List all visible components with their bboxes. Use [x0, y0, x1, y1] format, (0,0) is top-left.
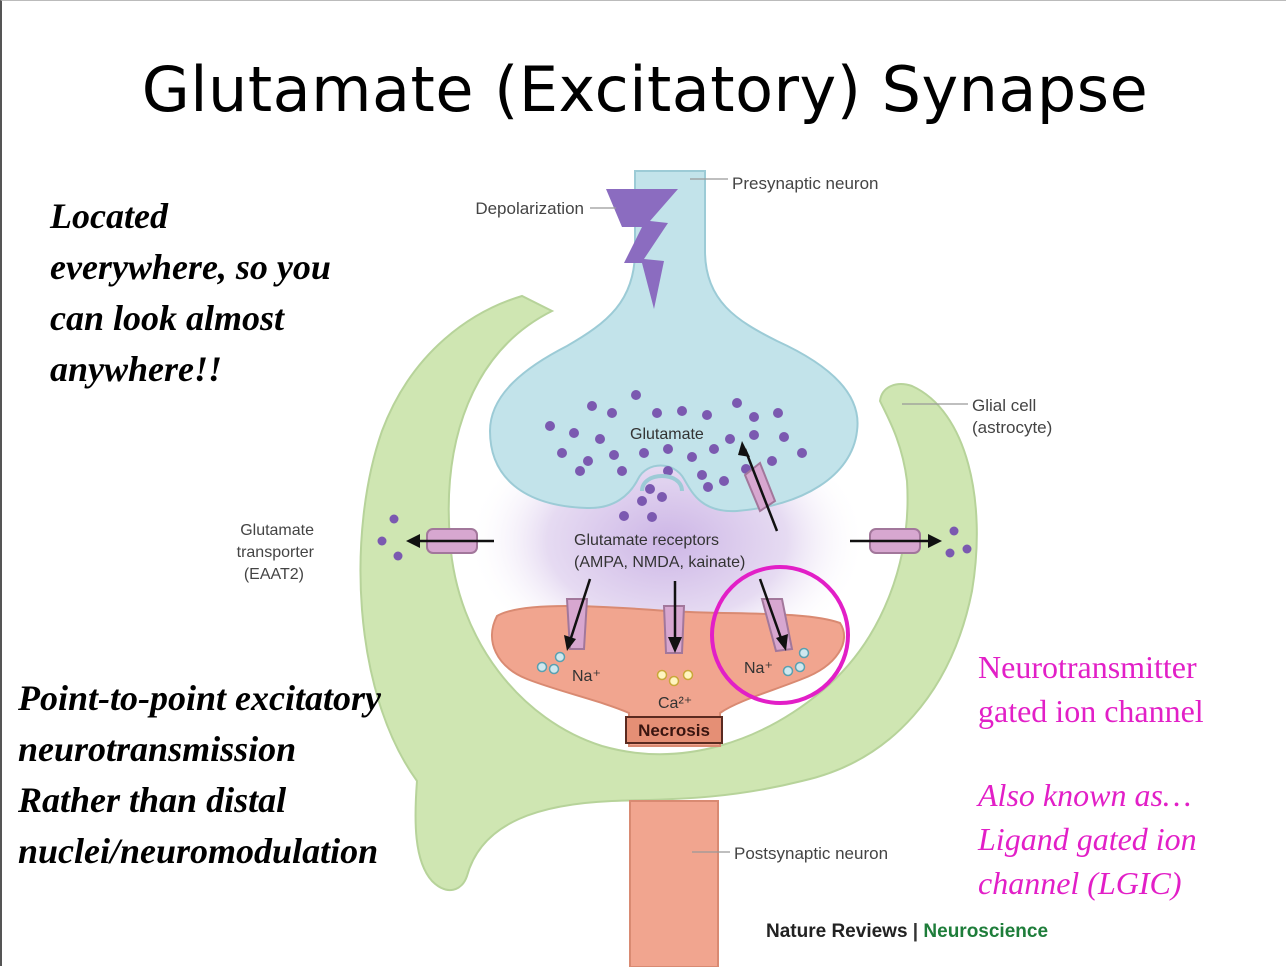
glutamate-label: Glutamate — [630, 426, 704, 443]
label-leader-lines — [590, 178, 968, 853]
glutamate-dot — [575, 466, 585, 476]
presynaptic-neuron — [488, 170, 859, 513]
vesicle-fusion — [640, 474, 684, 492]
glutamate-dot — [557, 448, 567, 458]
aka-note-line-2: Ligand gated ion — [978, 821, 1197, 857]
glial-cell — [359, 294, 978, 891]
glutamate-dot — [719, 476, 729, 486]
location-note-line-4: anywhere!! — [50, 349, 223, 389]
postsynaptic-dendrite — [629, 800, 719, 967]
glutamate-dot — [639, 448, 649, 458]
sodium-label-left: Na⁺ — [572, 668, 601, 685]
glutamate-dot — [617, 466, 627, 476]
glial-transporter-left — [377, 514, 494, 561]
transmission-note-line-4: nuclei/neuromodulation — [18, 831, 379, 871]
depolarization-bolt — [606, 189, 678, 309]
postsynaptic-neuron-label: Postsynaptic neuron — [734, 844, 888, 863]
credit-publisher: Nature Reviews — [766, 921, 908, 942]
glutamate-dot — [619, 511, 629, 521]
glial-cell-label: Glial cell — [972, 396, 1036, 415]
highlight-circle — [710, 565, 850, 705]
glutamate-dot — [703, 482, 713, 492]
glutamate-dot — [569, 428, 579, 438]
glutamate-dot — [767, 456, 777, 466]
glutamate-dot — [637, 496, 647, 506]
glutamate-dot — [702, 410, 712, 420]
necrosis-label: Necrosis — [638, 721, 710, 740]
location-note-line-3: can look almost — [50, 298, 285, 338]
transmission-note-line-3: Rather than distal — [18, 780, 287, 820]
image-credit: Nature Reviews | Neuroscience — [766, 921, 1048, 943]
location-note-line-1: Located — [50, 196, 168, 236]
glutamate-dot — [607, 408, 617, 418]
glutamate-dot — [797, 448, 807, 458]
glutamate-dot — [587, 401, 597, 411]
glutamate-dot — [749, 430, 759, 440]
receptors-label-1: Glutamate receptors — [574, 532, 719, 549]
glutamate-vesicles — [545, 390, 807, 522]
glutamate-dot — [687, 452, 697, 462]
transporter-label-2: transporter — [237, 544, 315, 561]
ion-channel-note: Neurotransmitter gated ion channel — [978, 645, 1204, 733]
aka-note-line-1: Also known as… — [978, 777, 1192, 813]
presynaptic-neuron-label: Presynaptic neuron — [732, 174, 878, 193]
transmission-note: Point-to-point excitatory neurotransmiss… — [18, 673, 381, 877]
necrosis-box — [625, 716, 723, 744]
calcium-label: Ca²⁺ — [658, 695, 692, 712]
slide-title: Glutamate (Excitatory) Synapse — [141, 53, 1149, 126]
glutamate-dot — [663, 444, 673, 454]
credit-separator: | — [912, 921, 919, 942]
location-note-line-2: everywhere, so you — [50, 247, 331, 287]
glutamate-dot — [732, 398, 742, 408]
glial-transporter-right — [850, 526, 972, 558]
glutamate-dot — [697, 470, 707, 480]
credit-journal: Neuroscience — [923, 921, 1049, 942]
ion-channel-note-line-1: Neurotransmitter — [978, 649, 1197, 685]
glutamate-dot — [663, 466, 673, 476]
transmission-note-line-2: neurotransmission — [18, 729, 297, 769]
glutamate-dot — [779, 432, 789, 442]
presynaptic-transporter — [738, 441, 779, 532]
aka-note: Also known as… Ligand gated ion channel … — [978, 773, 1197, 905]
glutamate-dot — [545, 421, 555, 431]
glutamate-dot — [609, 450, 619, 460]
glutamate-dot — [725, 434, 735, 444]
depolarization-label: Depolarization — [475, 199, 584, 218]
glutamate-dot — [583, 456, 593, 466]
transporter-label-3: (EAAT2) — [244, 566, 304, 583]
ion-channel-note-line-2: gated ion channel — [978, 693, 1204, 729]
glutamate-dot — [773, 408, 783, 418]
glutamate-dot — [657, 492, 667, 502]
sodium-label-right: Na⁺ — [744, 660, 773, 677]
glutamate-dot — [645, 484, 655, 494]
receptors-label-2: (AMPA, NMDA, kainate) — [574, 554, 745, 571]
aka-note-line-3: channel (LGIC) — [978, 865, 1182, 901]
glutamate-receptor-right — [758, 578, 810, 677]
transmission-note-line-1: Point-to-point excitatory — [18, 678, 381, 718]
glutamate-dot — [709, 444, 719, 454]
location-note: Located everywhere, so you can look almo… — [50, 191, 331, 395]
glutamate-dot — [749, 412, 759, 422]
glutamate-receptor-middle — [656, 581, 694, 687]
astrocyte-label: (astrocyte) — [972, 418, 1052, 437]
glutamate-receptor-left — [536, 578, 592, 675]
glutamate-dot — [677, 406, 687, 416]
glutamate-dot — [631, 390, 641, 400]
glutamate-dot — [652, 408, 662, 418]
glutamate-dot — [595, 434, 605, 444]
glutamate-dot — [647, 512, 657, 522]
transporter-label-1: Glutamate — [240, 522, 314, 539]
